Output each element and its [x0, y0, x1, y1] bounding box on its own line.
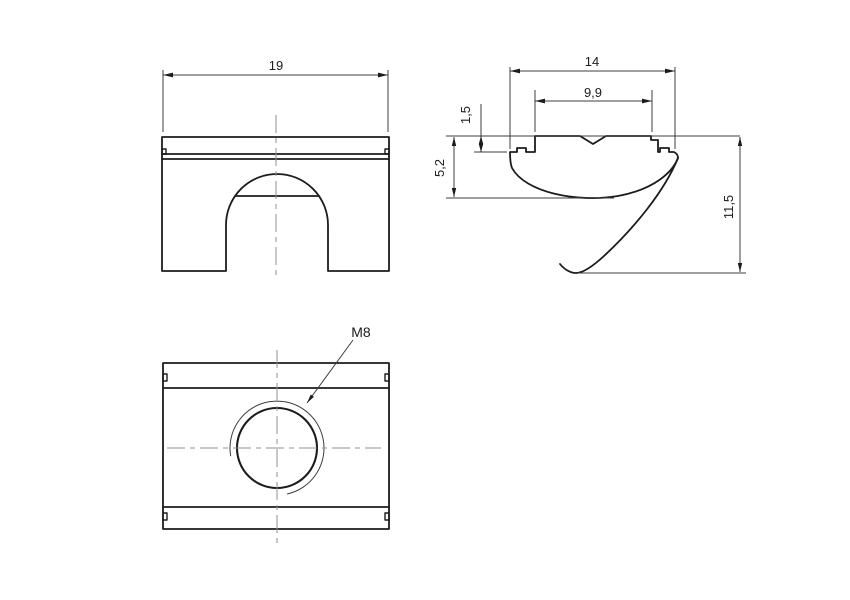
arrowhead-thread-leader	[307, 394, 314, 403]
side-spring-leaf-curve	[559, 157, 679, 274]
plan-view-arrowheads	[307, 394, 314, 403]
dim-label-flange-width: 14	[585, 54, 599, 69]
arrowhead-body-top	[451, 137, 457, 146]
arrowhead-overall-bottom	[737, 263, 743, 272]
arrowhead-flange-right	[665, 68, 675, 74]
arrowhead-body-bottom	[451, 188, 457, 197]
side-view-outline	[509, 135, 679, 274]
arrowhead-overall-top	[737, 137, 743, 146]
arrowhead-neck-left	[535, 98, 545, 104]
plan-view-outline	[162, 362, 390, 530]
plan-view-centerlines	[167, 350, 381, 545]
dim-label-overall-height: 11,5	[721, 195, 736, 219]
dim-label-front-width: 19	[269, 58, 283, 73]
arrowhead-flange-left	[510, 68, 520, 74]
dim-label-neck-width: 9,9	[584, 85, 602, 100]
front-body-outline	[161, 136, 390, 272]
dim-label-lip-height: 1,5	[458, 106, 473, 124]
dim-front-width: 19	[162, 58, 389, 132]
plan-notch-top-right	[384, 373, 390, 382]
arrowhead-neck-right	[642, 98, 652, 104]
thread-size-label: M8	[351, 324, 371, 340]
arrowhead-lip-top	[478, 136, 484, 144]
front-view: 19	[161, 58, 390, 278]
dim-label-body-height: 5,2	[432, 159, 447, 177]
arrowhead-lip-bottom	[478, 144, 484, 152]
plan-view-thin-lines	[229, 339, 354, 495]
dim-front-width-arrows	[163, 72, 388, 78]
side-view-thin-lines	[446, 67, 746, 274]
plan-body-outline	[162, 362, 390, 530]
plan-notch-bottom-left	[162, 512, 168, 521]
front-left-notch	[161, 148, 167, 155]
dim-front-width-lines	[162, 70, 389, 132]
arrowhead-left	[163, 72, 173, 78]
thread-major-arc	[229, 400, 325, 495]
side-view-arrowheads	[451, 68, 743, 272]
thread-leader-line	[306, 339, 354, 404]
front-right-notch	[384, 148, 390, 155]
side-view: 14 9,9 1,5 5,2 11,5	[432, 54, 746, 274]
side-profile-outline	[509, 135, 679, 199]
plan-view: M8	[162, 324, 390, 545]
plan-notch-top-left	[162, 373, 168, 382]
plan-notch-bottom-right	[384, 512, 390, 521]
arrowhead-right	[378, 72, 388, 78]
